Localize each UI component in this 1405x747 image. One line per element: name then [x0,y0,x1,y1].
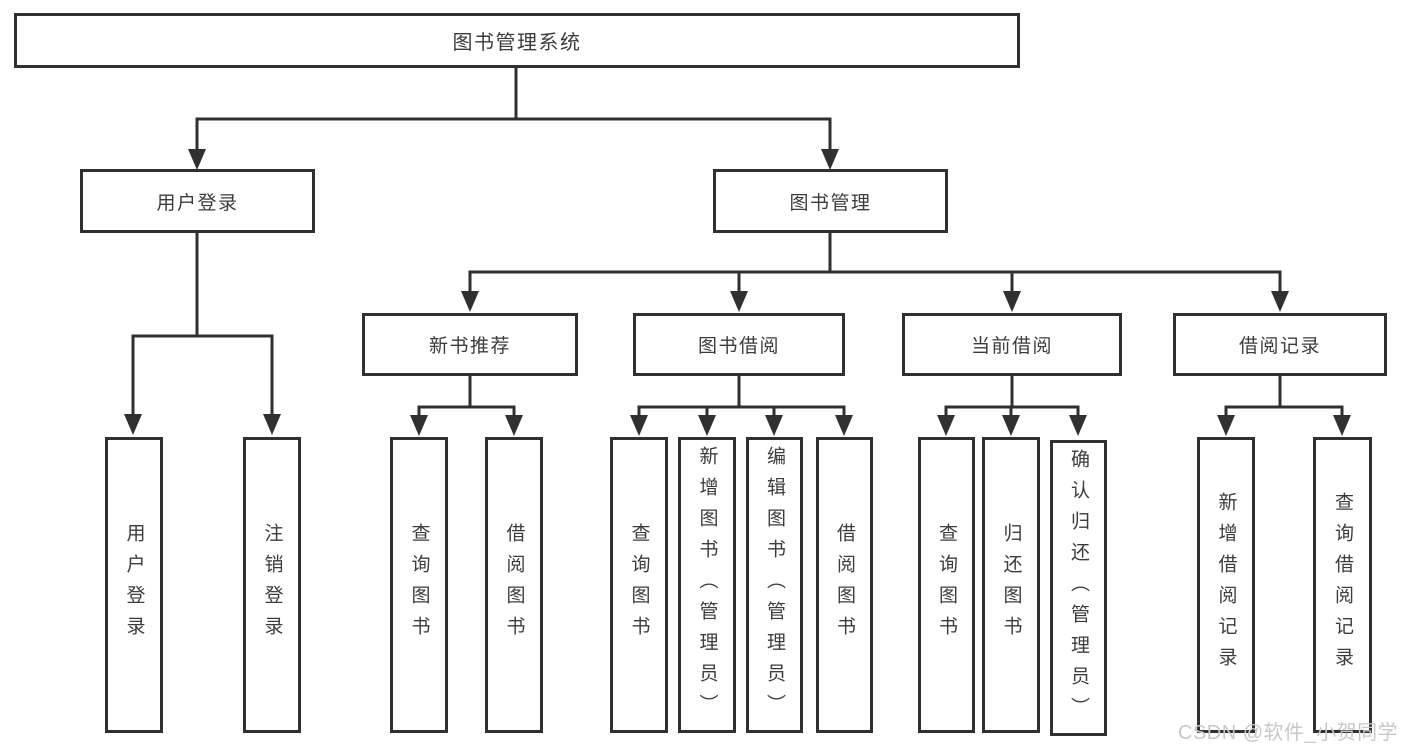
node-label: 归还图书 [1000,523,1022,647]
arrowhead-icon [263,414,281,435]
node-bb-query-books: 查询图书 [610,437,668,733]
arrowhead-icon [765,415,783,436]
node-label: 借阅图书 [834,523,855,647]
node-library-management-system: 图书管理系统 [14,13,1020,68]
arrowhead-icon [937,415,955,436]
node-label: 查询借阅记录 [1332,492,1353,678]
node-br-add-record: 新增借阅记录 [1197,437,1255,733]
node-label: 借阅图书 [503,523,525,647]
arrowhead-icon [1217,415,1235,436]
arrowhead-icon [821,149,839,170]
node-cb-confirm-return-admin: 确认归还（管理员） [1050,440,1107,736]
node-label: 用户登录 [123,523,145,647]
arrowhead-icon [124,414,142,435]
arrowhead-icon [1271,291,1289,312]
node-cb-return-books: 归还图书 [982,437,1040,733]
node-rec-query-books: 查询图书 [390,437,448,733]
arrowhead-icon [730,291,748,312]
arrowhead-icon [1333,415,1351,436]
node-new-book-recommend: 新书推荐 [362,313,578,376]
node-user-login: 用户登录 [80,169,315,233]
arrowhead-icon [835,415,853,436]
arrowhead-icon [505,415,523,436]
node-book-management: 图书管理 [713,169,948,233]
node-current-borrowing: 当前借阅 [902,313,1122,376]
node-bb-borrow-books: 借阅图书 [816,437,873,733]
arrowhead-icon [461,291,479,312]
node-br-query-record: 查询借阅记录 [1313,437,1372,733]
node-bb-add-books-admin: 新增图书（管理员） [678,437,736,733]
node-rec-borrow-books: 借阅图书 [485,437,543,733]
node-cb-query-books: 查询图书 [918,437,975,733]
arrowhead-icon [1002,415,1020,436]
arrowhead-icon [1003,291,1021,312]
arrowhead-icon [630,415,648,436]
node-label: 查询图书 [936,523,957,647]
node-bb-edit-books-admin: 编辑图书（管理员） [746,437,803,733]
node-borrowing-records: 借阅记录 [1173,313,1387,376]
arrowhead-icon [188,149,206,170]
arrowhead-icon [698,415,716,436]
node-label: 查询图书 [408,523,430,647]
node-logout-action: 注销登录 [243,437,301,733]
node-user-login-action: 用户登录 [105,437,163,733]
node-label: 新增图书（管理员） [696,445,718,725]
node-label: 编辑图书（管理员） [764,445,785,725]
node-label: 确认归还（管理员） [1068,448,1089,728]
node-label: 查询图书 [628,523,650,647]
node-label: 注销登录 [261,523,283,647]
node-book-borrowing: 图书借阅 [633,313,845,376]
arrowhead-icon [1069,415,1087,436]
watermark-text: CSDN @软件_小贺同学 [1178,722,1399,744]
arrowhead-icon [410,415,428,436]
node-label: 新增借阅记录 [1215,492,1237,678]
